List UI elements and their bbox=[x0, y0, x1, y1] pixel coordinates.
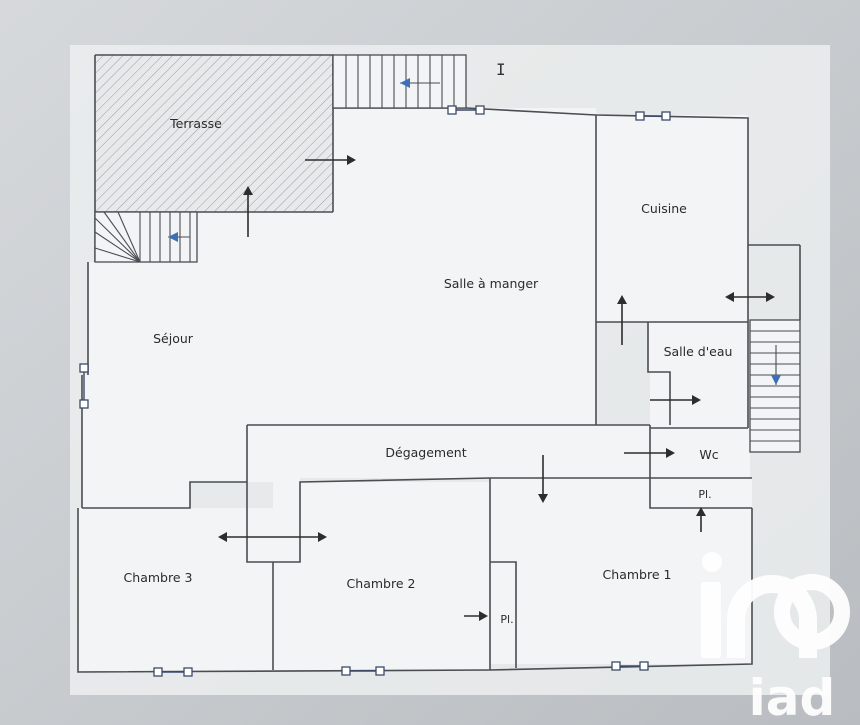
windows bbox=[79, 105, 671, 677]
arrow-placard-up bbox=[696, 507, 706, 532]
text-cursor-icon: I bbox=[496, 60, 506, 79]
room-label-cuisine: Cuisine bbox=[641, 201, 687, 216]
window-chambre-3 bbox=[153, 667, 193, 677]
room-label-chambre-3: Chambre 3 bbox=[124, 570, 193, 585]
arrow-chambres-double bbox=[218, 532, 327, 542]
access-arrows bbox=[218, 155, 775, 621]
room-label-degagement: Dégagement bbox=[385, 445, 466, 460]
walls bbox=[77, 54, 801, 673]
room-label-chambre-2: Chambre 2 bbox=[347, 576, 416, 591]
room-label-salle-deau: Salle d'eau bbox=[664, 344, 733, 359]
room-label-wc: Wc bbox=[699, 447, 718, 462]
arrow-cuisine-up bbox=[617, 295, 627, 345]
arrow-terrasse-right bbox=[305, 155, 356, 165]
room-label-placard-2: Pl. bbox=[500, 613, 513, 626]
staircase-right bbox=[749, 319, 801, 453]
arrow-cuisine-double bbox=[725, 292, 775, 302]
window-chambre-2 bbox=[341, 666, 385, 676]
terrace-hatch bbox=[95, 55, 333, 212]
arrow-degagement-down bbox=[538, 455, 548, 503]
window-top-stairs bbox=[447, 105, 485, 115]
arrow-terrasse-up bbox=[243, 186, 253, 237]
arrow-wc-right bbox=[624, 448, 675, 458]
arrow-salle-deau-right bbox=[650, 395, 701, 405]
window-chambre-1 bbox=[611, 661, 649, 671]
window-cuisine bbox=[635, 111, 671, 121]
room-labels: Terrasse Salle à manger Cuisine Séjour S… bbox=[124, 116, 733, 626]
logo-text: iad bbox=[749, 669, 836, 725]
room-label-salle-a-manger: Salle à manger bbox=[444, 276, 539, 291]
room-label-placard-1: Pl. bbox=[698, 488, 711, 501]
window-sejour bbox=[79, 363, 89, 409]
room-label-chambre-1: Chambre 1 bbox=[603, 567, 672, 582]
arrow-placard-chambre-2 bbox=[464, 611, 488, 621]
room-label-terrasse: Terrasse bbox=[169, 116, 222, 131]
iad-logo-watermark: iad bbox=[701, 552, 850, 725]
staircase-top bbox=[332, 54, 467, 109]
room-label-sejour: Séjour bbox=[153, 331, 194, 346]
staircase-left bbox=[94, 211, 198, 263]
